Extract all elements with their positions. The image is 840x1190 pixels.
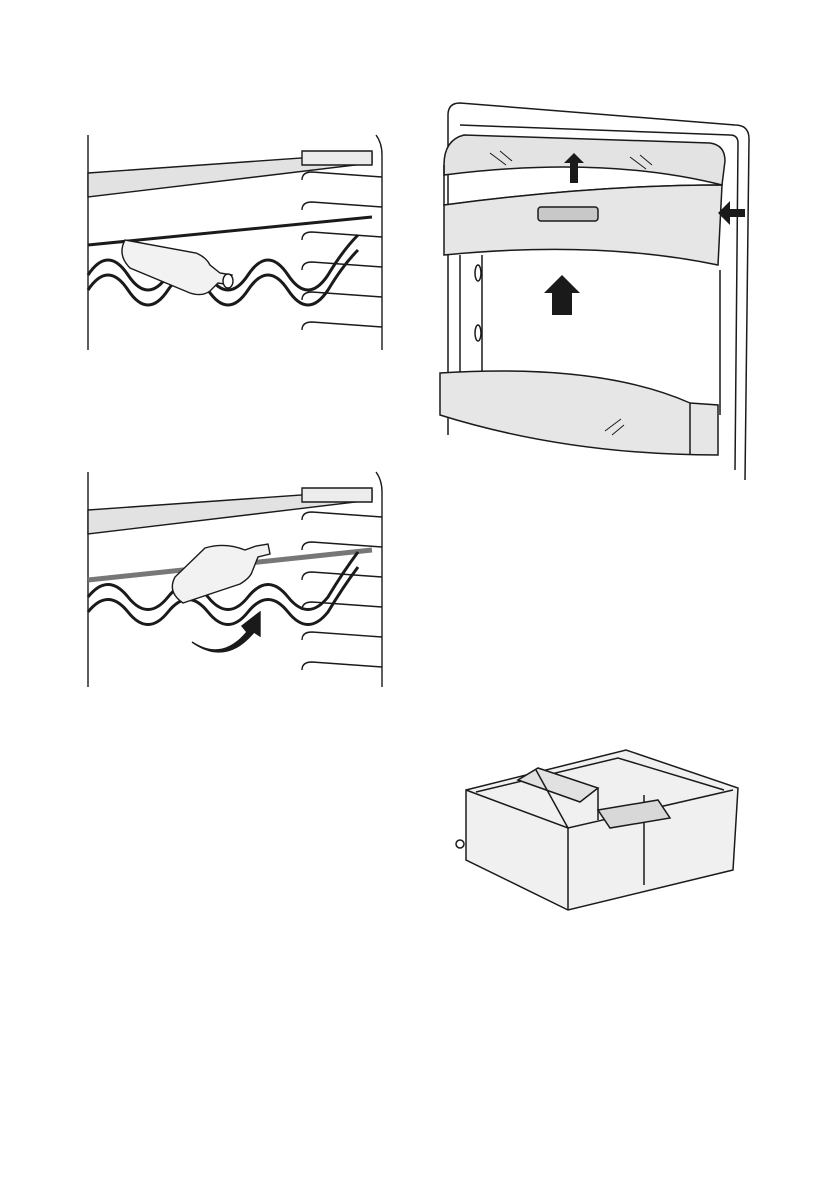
wine-rack-tilted-illustration <box>80 462 390 697</box>
wine-rack-flat-illustration <box>80 125 390 360</box>
arrow-up-icon-large <box>544 275 580 315</box>
crisper-drawer-illustration <box>448 740 748 915</box>
fridge-door-shelves-illustration <box>430 95 770 490</box>
arrow-left-icon <box>718 201 745 225</box>
